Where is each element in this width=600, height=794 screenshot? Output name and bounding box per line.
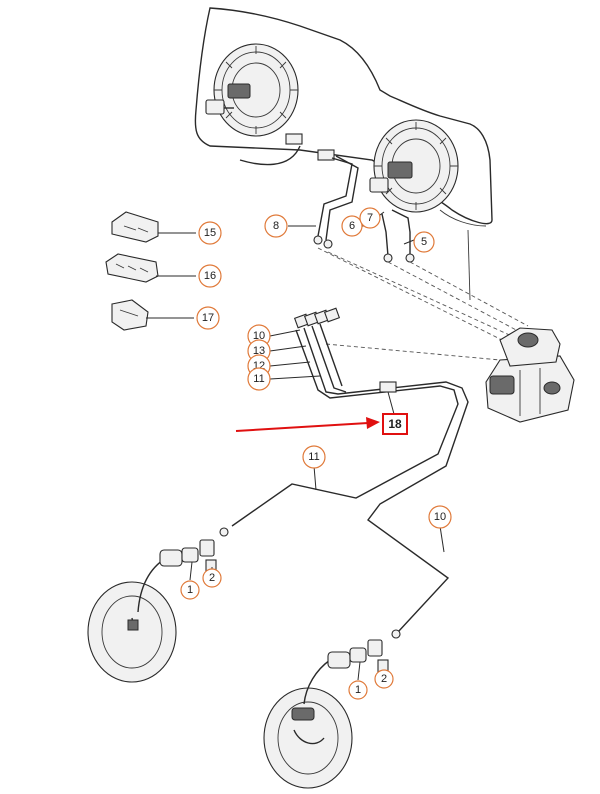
callout-2-left[interactable]: 2 <box>202 568 222 588</box>
callout-label: 6 <box>349 220 355 232</box>
highlight-arrow <box>235 417 380 432</box>
callout-label: 8 <box>273 220 279 232</box>
callout-11-top[interactable]: 11 <box>247 367 271 391</box>
callout-label: 10 <box>253 330 265 342</box>
callout-label: 1 <box>355 684 361 696</box>
bulkhead-outline <box>194 7 493 301</box>
callout-11-mid[interactable]: 11 <box>302 445 326 469</box>
callout-label: 7 <box>367 212 373 224</box>
callout-15[interactable]: 15 <box>198 221 222 245</box>
clip-part-15 <box>111 211 159 243</box>
booster-fittings <box>239 133 415 263</box>
clip-18-shape <box>379 381 397 393</box>
callout-6[interactable]: 6 <box>341 215 363 237</box>
clip-part-17 <box>111 299 149 331</box>
brake-booster-right <box>369 119 459 213</box>
callout-10-mid[interactable]: 10 <box>428 505 452 529</box>
callout-17[interactable]: 17 <box>196 306 220 330</box>
abs-unit <box>485 327 575 423</box>
callout-7[interactable]: 7 <box>359 207 381 229</box>
callout-8[interactable]: 8 <box>264 214 288 238</box>
highlighted-part-label: 18 <box>388 417 402 431</box>
brake-booster-left <box>205 43 299 137</box>
callout-2-right[interactable]: 2 <box>374 669 394 689</box>
wheel-assembly-right <box>263 629 401 789</box>
callout-5[interactable]: 5 <box>413 231 435 253</box>
callout-16[interactable]: 16 <box>198 264 222 288</box>
callout-1-left[interactable]: 1 <box>180 580 200 600</box>
callout-label: 2 <box>381 673 387 685</box>
callout-label: 5 <box>421 236 427 248</box>
callout-label: 11 <box>308 451 319 463</box>
callout-label: 2 <box>209 572 215 584</box>
callout-label: 16 <box>204 270 216 282</box>
callout-label: 11 <box>253 373 264 385</box>
brake-line-bundle <box>231 307 469 633</box>
callout-label: 17 <box>202 312 214 324</box>
callout-1-right[interactable]: 1 <box>348 680 368 700</box>
callout-label: 13 <box>253 345 265 357</box>
clip-part-16 <box>105 253 159 283</box>
callout-label: 10 <box>434 511 446 523</box>
callout-18-highlighted[interactable]: 18 <box>382 413 408 435</box>
dashed-routing <box>317 247 529 361</box>
wheel-assembly-left <box>87 527 229 683</box>
callout-label: 1 <box>187 584 193 596</box>
callout-label: 15 <box>204 227 216 239</box>
callout-leaders <box>146 211 445 681</box>
